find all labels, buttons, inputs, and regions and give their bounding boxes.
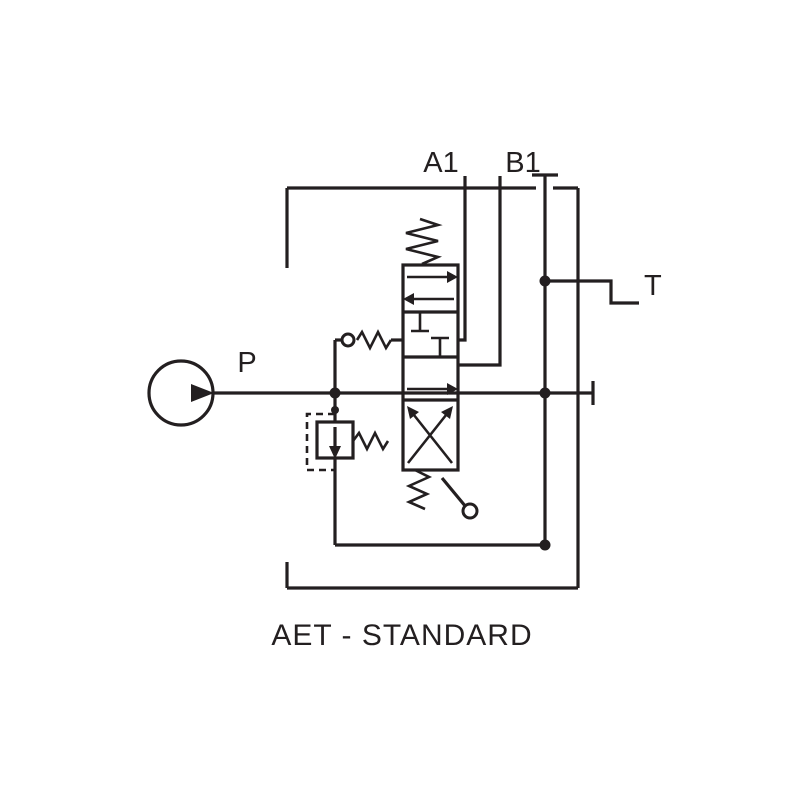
diagram-title: AET - STANDARD xyxy=(271,619,532,652)
check-valve-icon xyxy=(333,329,403,393)
port-label-b1: B1 xyxy=(505,147,540,179)
port-label-a1: A1 xyxy=(423,147,458,179)
manual-lever-icon xyxy=(440,476,479,520)
hydraulic-pump-icon xyxy=(147,359,215,427)
assembly-boundary xyxy=(285,186,580,590)
work-port-lines xyxy=(458,176,502,367)
directional-control-valve-icon xyxy=(401,263,460,472)
return-spring-bottom-icon xyxy=(405,468,433,511)
port-label-t: T xyxy=(644,270,662,302)
tank-return-line-icon xyxy=(335,173,639,551)
port-label-p: P xyxy=(237,347,256,379)
return-spring-top-icon xyxy=(405,217,443,266)
junction-dot xyxy=(331,406,339,414)
pressure-relief-valve-icon xyxy=(305,393,390,545)
